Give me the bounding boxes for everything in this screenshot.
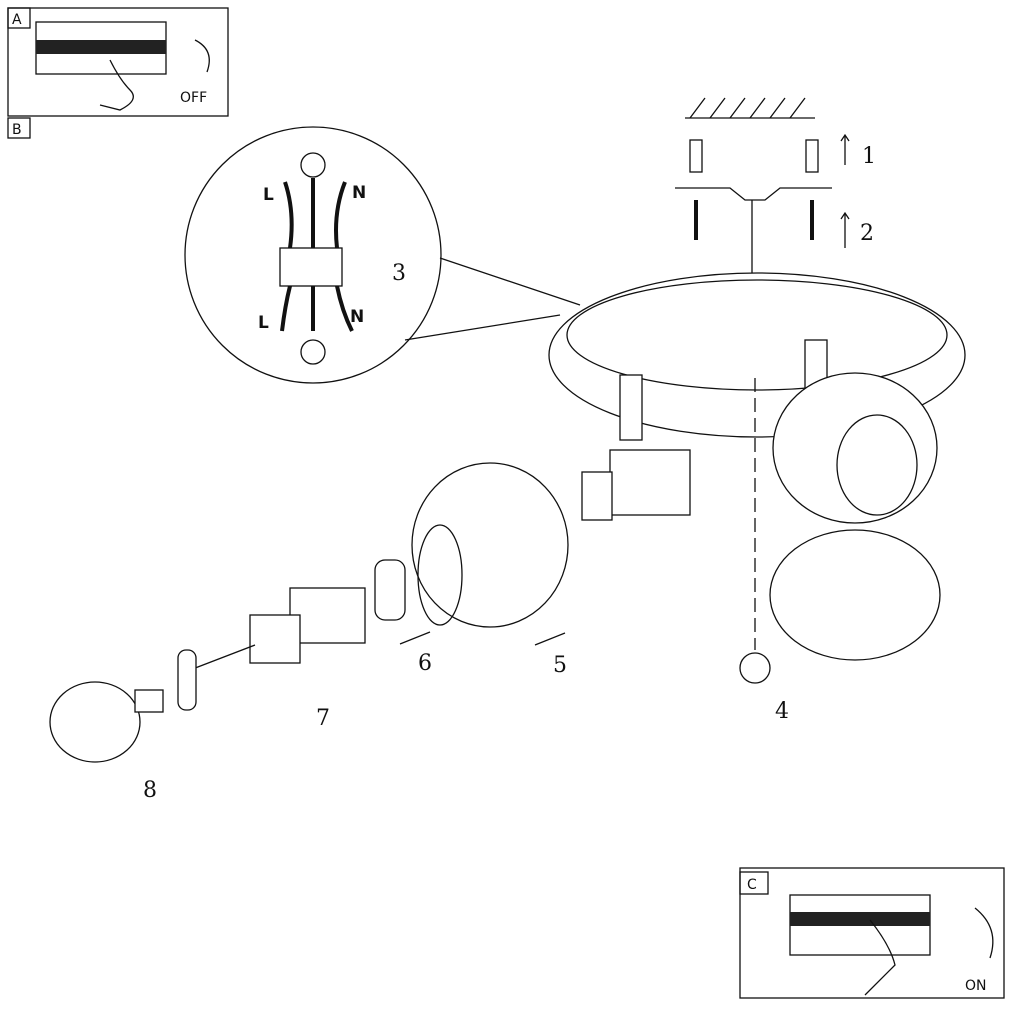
step-8-label: 8 xyxy=(143,778,157,803)
retaining-ring xyxy=(374,559,406,621)
step-4-label: 4 xyxy=(775,699,789,724)
step-7-label: 7 xyxy=(316,706,330,731)
on-label: ON xyxy=(965,978,987,994)
hand-icon xyxy=(864,919,896,996)
step-1-label: 1 xyxy=(862,144,876,169)
mounting-bracket xyxy=(675,187,832,201)
panel-c-letter: C xyxy=(747,877,757,893)
wire-label-l-top: L xyxy=(263,185,274,205)
step-5-label: 5 xyxy=(553,653,567,678)
lamp-holder xyxy=(581,449,691,521)
ceiling-mount xyxy=(675,97,850,275)
wiring-callout: L N L N xyxy=(184,126,581,384)
panel-a-switch-off: A OFF xyxy=(7,7,229,117)
glass-shade xyxy=(411,462,569,628)
off-label: OFF xyxy=(180,90,207,106)
wire-label-n-top: N xyxy=(352,183,366,203)
terminal-block xyxy=(279,247,343,287)
step-2-label: 2 xyxy=(860,221,874,246)
assembled-spotlights xyxy=(769,372,941,661)
light-bulb xyxy=(49,681,164,763)
wire-label-n-bottom: N xyxy=(350,307,364,327)
step-6-label: 6 xyxy=(418,651,432,676)
wall-plug-icon xyxy=(805,139,819,173)
rotate-arrow-icon xyxy=(194,39,210,73)
panel-c-switch-on: C ON xyxy=(739,867,1005,999)
ground-icon-bottom xyxy=(300,339,326,365)
bulb-socket xyxy=(177,587,366,711)
hand-icon xyxy=(99,59,134,111)
wall-plug-icon xyxy=(689,139,703,173)
rotate-arrow-icon xyxy=(974,907,994,959)
step-3-label: 3 xyxy=(392,261,406,286)
ground-icon-top xyxy=(300,152,326,178)
wire-label-l-bottom: L xyxy=(258,313,269,333)
panel-a-letter: A xyxy=(12,12,22,28)
panel-b-letter: B xyxy=(12,122,22,138)
finial-cap xyxy=(739,652,771,684)
